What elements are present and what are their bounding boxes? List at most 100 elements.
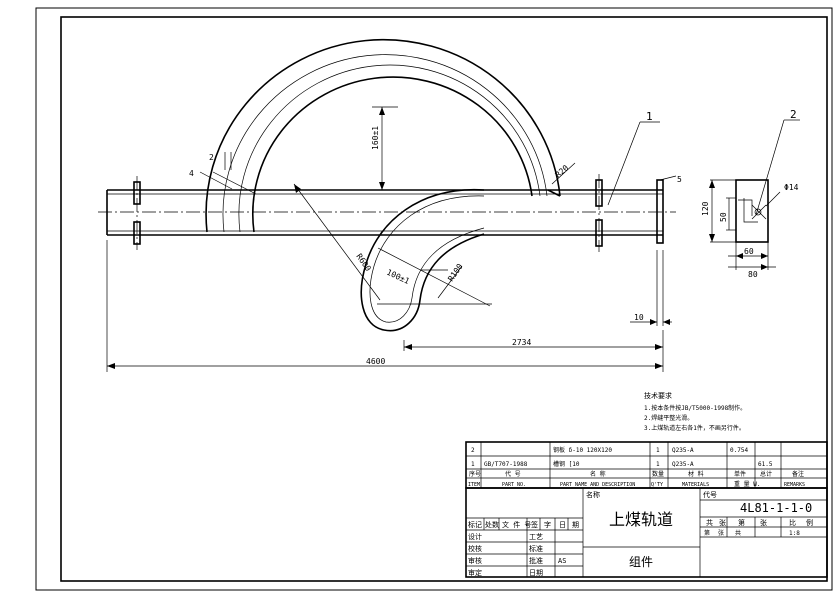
dim-r20-text: R20 [554,163,571,179]
bom-en-partno: PART NO. [502,482,526,488]
callout-1: 1 [646,110,653,123]
role2-date: 日期 [529,569,543,577]
bom-row1-qty: 1 [656,461,660,468]
bom-en-item: ITEM [468,482,480,488]
sheet-row-1: 张 [718,529,724,537]
sheet-row-2: 共 [735,529,741,537]
stage-hdr-0: 共 [706,518,713,527]
dim-160-text: 160±1 [371,126,380,150]
rail-channel [98,174,676,252]
bom-hdr-qty: 数量 [652,470,664,478]
bom-en-materials: MATERIALS [682,482,709,488]
stage-hdr-2: 第 [738,518,745,527]
tech-note-1: 1.按本条件按JB/T5000-1998制作。 [644,404,746,412]
leader-part2b [212,171,257,195]
leaders [106,106,800,372]
rev-hdr-day: 日 [559,521,566,529]
role-design: 设计 [468,532,482,541]
tech-notes-heading: 技术要求 [644,391,672,400]
role2-process: 工艺 [529,533,543,541]
rev-hdr-sign: 签 [531,520,538,529]
tech-note-3: 3.上煤轨道左右各1件，不画另行件。 [644,424,745,432]
inner-border [60,16,828,582]
rev-hdr-date: 期 [572,521,579,529]
bom-hdr-code: 代 号 [505,470,521,478]
rev-hdr-char: 字 [544,520,551,529]
sheet-row-0: 第 [704,529,710,537]
approval-mark: AS [558,557,566,565]
dim-10-text: 10 [634,313,644,322]
bom-en-weight: 重 量 W. [734,480,760,488]
hook-curve [360,188,492,332]
title-block: 标记 处数 文 件 号 签 字 日 期 设计 校核 审核 审定 工艺 标准 批准… [465,487,828,578]
bom-hdr-note: 备注 [792,470,804,478]
role-check: 校核 [468,544,482,553]
dim-60-text: 60 [744,247,754,256]
dim-100-text: 100±1 [385,268,411,286]
dim-r600-text: R600 [354,252,373,273]
role2-approval: 批准 [529,556,543,565]
bom-en-qty: Q'TY [651,482,663,488]
dim-50-text: 50 [719,212,728,222]
stage-hdr-5: 例 [806,518,813,527]
leader-r20 [551,162,576,185]
bom-en-remarks: REMARKS [784,482,805,488]
dim-r600-line [293,183,381,301]
bom-row2-material: Q235-A [672,447,694,454]
callout-2b: 2 [209,153,214,162]
dim-80-text: 80 [748,270,758,279]
name-label: 名称 [586,490,600,499]
section-view [709,179,781,270]
callout-2: 2 [790,108,797,121]
leader-part1 [607,121,641,206]
role2-standard: 标准 [529,544,543,553]
role-approve: 审定 [468,568,482,577]
leader-part2 [755,119,785,216]
bom-row2-qty: 1 [656,447,660,454]
stage-hdr-3: 张 [760,518,767,527]
part-type: 组件 [629,555,653,569]
tech-note-2: 2.焊缝平整光滑。 [644,414,693,422]
bom-row2-name: 钢板 δ-10 120X120 [553,446,612,454]
dimension-texts: 160±1 R20 R600 100±1 R100 10 2734 4600 Φ… [189,108,799,366]
outer-border [35,7,833,591]
rev-hdr-count: 处数 [485,520,499,529]
bom-row1-name: 槽钢 [10 [553,460,580,468]
rev-hdr-mark: 标记 [468,520,482,529]
callout-4: 4 [189,169,194,178]
bom-hdr-material: 材 料 [688,470,704,478]
bom-hdr-total: 总计 [760,470,772,478]
stage-hdr-4: 比 [789,518,796,527]
large-arc [205,38,561,233]
bom-row1-seq: 1 [471,461,475,468]
drawing-title: 上煤轨道 [609,510,673,529]
leader-part4 [199,171,233,190]
stage-hdr-1: 张 [719,518,726,527]
bom-row1-material: Q235-A [672,461,694,468]
dim-4600-text: 4600 [366,357,385,366]
leader-part5 [659,175,677,181]
dim-phi14-text: Φ14 [784,183,799,192]
drawing-number: 4L81-1-1-0 [740,501,812,515]
callout-5: 5 [677,175,682,184]
bom-row2-seq: 2 [471,447,475,454]
dim-2734-text: 2734 [512,338,531,347]
technical-notes: 技术要求 1.按本条件按JB/T5000-1998制作。 2.焊缝平整光滑。 3… [644,391,746,432]
bom-table: 2 钢板 δ-10 120X120 1 Q235-A 0.754 1 GB/T7… [465,441,828,489]
bom-row2-unit-weight: 0.754 [730,447,748,454]
dim-120-text: 120 [701,201,710,216]
bom-row1-code: GB/T707-1988 [484,461,528,468]
rev-hdr-doc: 文 件 号 [502,520,531,529]
dim-r100-text: R100 [446,262,465,283]
scale-value: 1:8 [789,530,800,537]
leader-r100 [437,265,463,299]
code-label: 代号 [703,490,717,499]
role-review: 审核 [468,556,482,565]
bom-hdr-unit: 单件 [734,470,746,478]
bom-en-name: PART NAME AND DESCRIPTION [560,482,635,488]
bom-hdr-name: 名 称 [590,470,606,478]
bom-row1-total-weight: 61.5 [758,461,773,468]
bom-hdr-seq: 序号 [469,470,481,478]
